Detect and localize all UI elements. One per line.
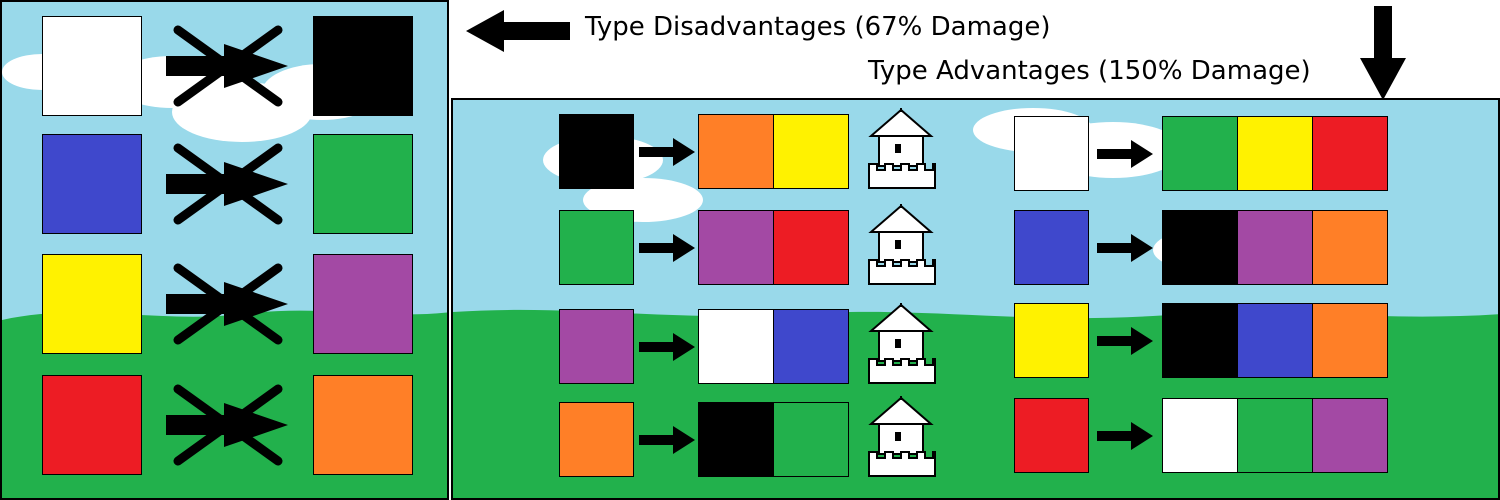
arrow-right-icon: [639, 234, 697, 266]
crossed-arrow-icon: [164, 262, 294, 350]
target-square-orange: [698, 114, 774, 189]
arrow-right-icon: [639, 426, 697, 458]
target-square-green: [1162, 116, 1238, 191]
crossed-arrow-icon: [164, 383, 294, 471]
arrow-left-icon: [466, 10, 570, 56]
attacker-square-yellow: [1014, 303, 1089, 378]
disadvantages-panel: [0, 0, 449, 500]
castle-icon: [865, 303, 937, 391]
attacker-square-blue: [42, 134, 142, 234]
arrow-down-icon: [1360, 6, 1406, 104]
target-square-orange: [1312, 210, 1388, 285]
target-square-green: [313, 134, 413, 234]
target-square-black: [698, 402, 774, 477]
target-square-purple: [1312, 398, 1388, 473]
target-square-yellow: [1237, 116, 1313, 191]
attacker-square-red: [1014, 398, 1089, 473]
arrow-right-icon: [1097, 327, 1155, 359]
disadvantages-title: Type Disadvantages (67% Damage): [585, 12, 1051, 42]
target-square-green: [773, 402, 849, 477]
target-square-blue: [1237, 303, 1313, 378]
arrow-right-icon: [1097, 234, 1155, 266]
target-square-purple: [698, 210, 774, 285]
target-square-green: [1237, 398, 1313, 473]
attacker-square-purple: [559, 309, 634, 384]
arrow-right-icon: [1097, 140, 1155, 172]
arrow-right-icon: [639, 138, 697, 170]
attacker-square-orange: [559, 402, 634, 477]
crossed-arrow-icon: [164, 142, 294, 230]
target-square-yellow: [773, 114, 849, 189]
target-square-purple: [313, 254, 413, 354]
attacker-square-blue: [1014, 210, 1089, 285]
advantages-panel: [451, 98, 1500, 500]
target-square-black: [1162, 210, 1238, 285]
target-square-black: [313, 16, 413, 116]
target-square-white: [1162, 398, 1238, 473]
target-square-red: [1312, 116, 1388, 191]
target-square-orange: [313, 375, 413, 475]
attacker-square-red: [42, 375, 142, 475]
advantages-title: Type Advantages (150% Damage): [868, 56, 1311, 86]
castle-icon: [865, 396, 937, 484]
attacker-square-black: [559, 114, 634, 189]
attacker-square-white: [1014, 116, 1089, 191]
castle-icon: [865, 204, 937, 292]
arrow-right-icon: [639, 333, 697, 365]
crossed-arrow-icon: [164, 24, 294, 112]
target-square-purple: [1237, 210, 1313, 285]
target-square-white: [698, 309, 774, 384]
attacker-square-yellow: [42, 254, 142, 354]
attacker-square-white: [42, 16, 142, 116]
target-square-red: [773, 210, 849, 285]
castle-icon: [865, 108, 937, 196]
arrow-right-icon: [1097, 422, 1155, 454]
target-square-black: [1162, 303, 1238, 378]
target-square-blue: [773, 309, 849, 384]
attacker-square-green: [559, 210, 634, 285]
target-square-orange: [1312, 303, 1388, 378]
